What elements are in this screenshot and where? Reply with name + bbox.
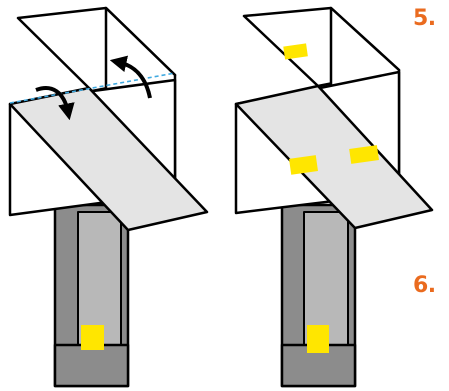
stand-right <box>280 203 357 388</box>
figure-left <box>8 6 209 388</box>
tape-piece <box>349 145 379 164</box>
stand-inner-panel <box>303 211 349 346</box>
step-number-6: 6. <box>413 273 436 298</box>
stand-inner-panel <box>77 211 122 346</box>
paper-strip <box>234 84 434 230</box>
tape-piece <box>283 43 308 60</box>
stand-left <box>53 203 130 388</box>
tape-piece <box>307 325 329 353</box>
tape-piece <box>81 325 104 350</box>
tape-piece <box>289 155 318 175</box>
step-number-5: 5. <box>413 6 436 31</box>
fold-arrow-up-icon <box>109 55 152 99</box>
figure-right <box>234 6 434 388</box>
paper-strip <box>8 86 209 232</box>
fold-arrow-down-icon <box>35 86 75 121</box>
stand-base <box>53 343 130 388</box>
